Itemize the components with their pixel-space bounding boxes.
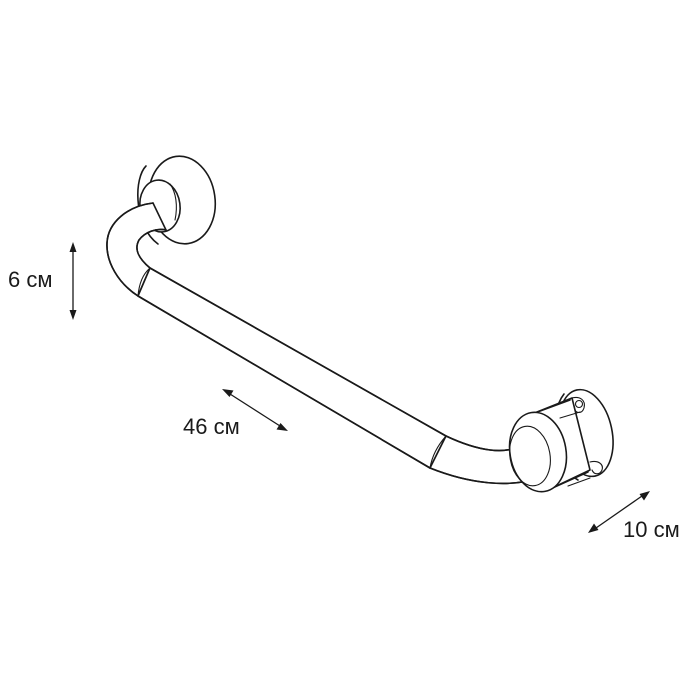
depth-dimension: [588, 491, 650, 533]
right-wall-flange: [508, 388, 614, 493]
left-wall-flange: [137, 155, 217, 245]
depth-label: 10 см: [623, 517, 680, 542]
left-elbow: [106, 202, 167, 297]
height-dimension: [69, 242, 77, 320]
height-label: 6 см: [8, 267, 52, 292]
length-label: 46 см: [183, 414, 240, 439]
length-dimension: [222, 389, 288, 431]
